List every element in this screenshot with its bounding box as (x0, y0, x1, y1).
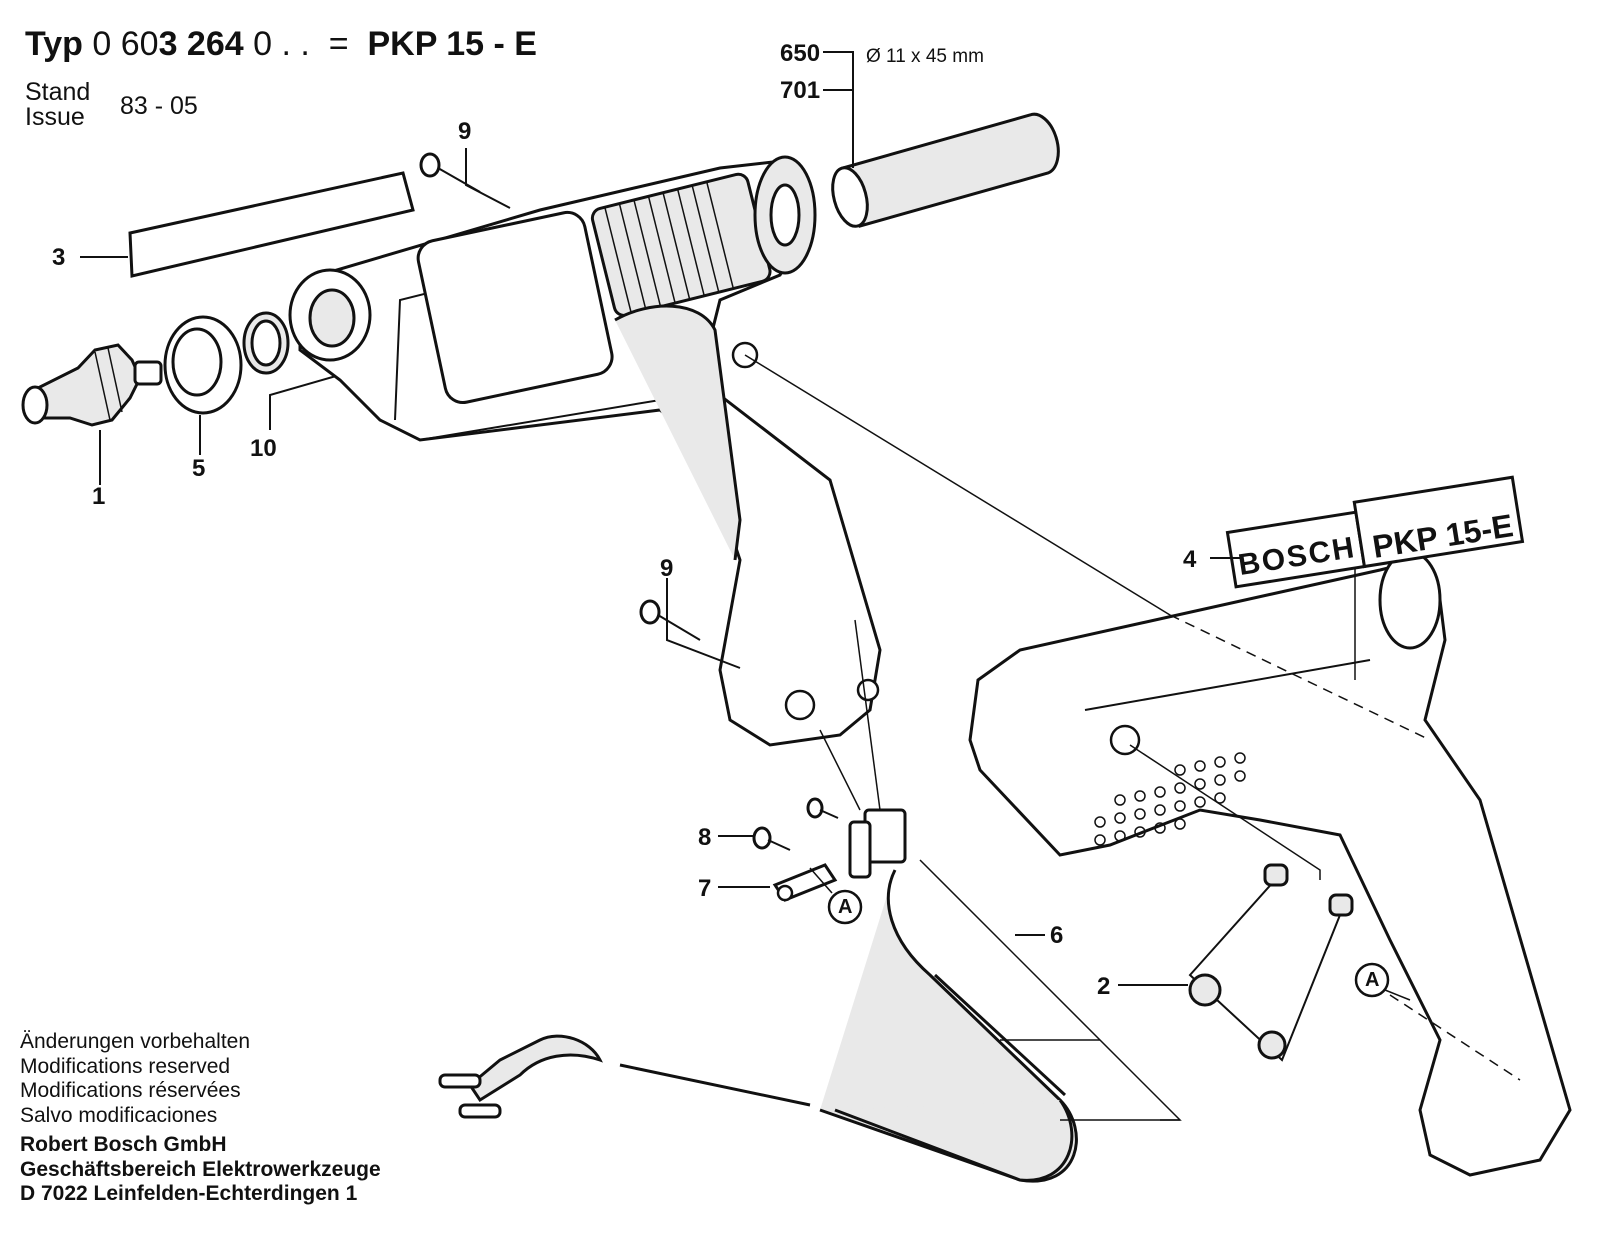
typ-word: Typ (25, 25, 83, 63)
vent-holes (1094, 752, 1246, 846)
company-division: Geschäftsbereich Elektrowerkzeuge (20, 1157, 381, 1181)
callout-a-left (827, 889, 863, 925)
callout-a-left-label: A (838, 896, 853, 918)
stand-label: Stand (25, 78, 91, 106)
part-number-3: 3 (52, 244, 66, 271)
part-number-9-mid: 9 (660, 555, 674, 582)
ring-part (163, 315, 243, 455)
footer-notes: Änderungen vorbehalten Modifications res… (20, 1030, 250, 1128)
part-number-4: 4 (1183, 546, 1197, 573)
switch-part (1118, 863, 1354, 1062)
typ-number-part3: 0 . . (253, 25, 310, 63)
company-address: D 7022 Leinfelden-Echterdingen 1 (20, 1182, 358, 1205)
header-title: Typ 0 603 264 0 . . = PKP 15 - E (25, 25, 537, 64)
footer-line-fr: Modifications réservées (20, 1079, 241, 1102)
part-number-5: 5 (192, 455, 206, 482)
part-number-1: 1 (92, 483, 106, 510)
footer-company: Robert Bosch GmbH Geschäftsbereich Elekt… (20, 1133, 381, 1207)
footer-line-de: Änderungen vorbehalten (20, 1030, 251, 1053)
cover-half (968, 550, 1572, 1177)
typ-number-part1: 0 60 (92, 25, 159, 63)
callout-a-right-label: A (1365, 969, 1380, 991)
typ-number-part2: 3 264 (158, 25, 244, 63)
part-number-6: 6 (1050, 922, 1064, 949)
glue-stick (823, 51, 1060, 228)
cable-clamp (718, 863, 838, 902)
part-number-7: 7 (698, 875, 712, 902)
issue-code: 83 - 05 (120, 92, 198, 120)
model-name: PKP 15 - E (367, 25, 537, 63)
equals-sign: = (328, 25, 349, 63)
screws-8 (718, 797, 839, 851)
company-name: Robert Bosch GmbH (20, 1133, 227, 1156)
part-number-10: 10 (250, 435, 277, 462)
seal-ring-part (242, 311, 351, 430)
label-strip (128, 171, 415, 278)
screw-mid (639, 578, 741, 669)
issue-label: Issue (25, 103, 85, 131)
part-number-8: 8 (698, 824, 712, 851)
footer-line-es: Salvo modificaciones (20, 1103, 218, 1127)
housing-half (288, 155, 882, 747)
footer-line-en: Modifications reserved (20, 1054, 231, 1078)
ref-650: 650 (780, 40, 821, 67)
ref-701: 701 (780, 77, 821, 104)
part-number-9-top: 9 (458, 118, 472, 145)
power-cord (438, 619, 1182, 1183)
screw-top (419, 148, 511, 209)
issue-labels: Stand Issue (25, 80, 90, 130)
cartridge-size: Ø 11 x 45 mm (866, 46, 984, 67)
part-number-2: 2 (1097, 973, 1111, 1000)
nameplate (1225, 475, 1525, 589)
callout-a-right (1354, 962, 1390, 998)
nozzle-part (21, 343, 163, 485)
